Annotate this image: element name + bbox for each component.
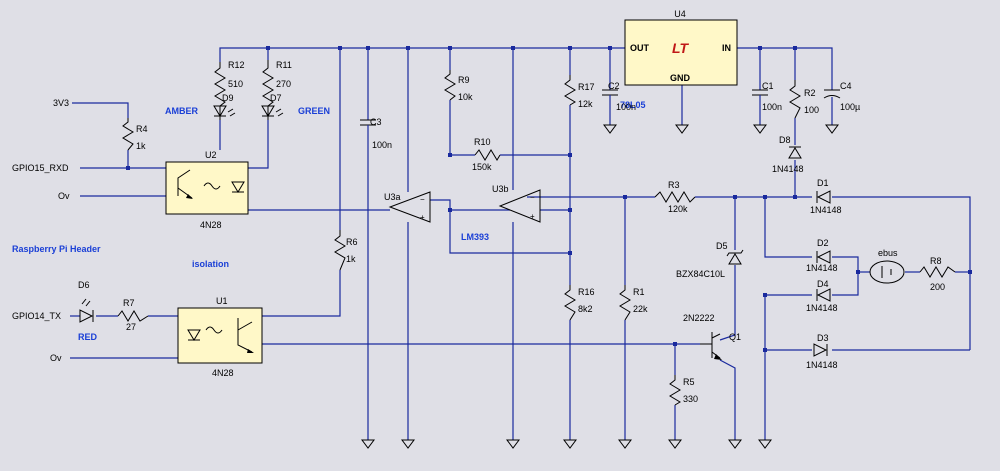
comments: Raspberry Pi Header isolation AMBER GREE… <box>12 106 489 342</box>
u3b-label: U3b <box>492 184 509 194</box>
r7-value: 27 <box>126 322 136 332</box>
c4-label: C4 <box>840 81 852 91</box>
r9-value: 10k <box>458 92 473 102</box>
r16-label: R16 <box>578 287 595 297</box>
d6-label: D6 <box>78 280 90 290</box>
ebus-connector: ebus <box>869 248 905 284</box>
r8-value: 200 <box>930 282 945 292</box>
wires <box>70 47 971 440</box>
d3-label: D3 <box>817 333 829 343</box>
net-gpio15: GPIO15_RXD <box>12 163 69 173</box>
svg-text:−: − <box>530 193 535 202</box>
d5-value: BZX84C10L <box>676 269 725 279</box>
d4-value: 1N4148 <box>806 303 838 313</box>
c3-value: 100n <box>372 140 392 150</box>
header-note: Raspberry Pi Header <box>12 244 101 254</box>
r6-label: R6 <box>346 237 358 247</box>
r1-label: R1 <box>633 287 645 297</box>
q1-label: Q1 <box>729 332 741 342</box>
d1-value: 1N4148 <box>810 205 842 215</box>
r12-label: R12 <box>228 60 245 70</box>
regulator-u4: U4 OUT IN GND LT 78L05 <box>620 9 738 110</box>
u4-label: U4 <box>674 9 686 19</box>
r9-label: R9 <box>458 75 470 85</box>
d8-label: D8 <box>779 135 791 145</box>
r17-value: 12k <box>578 99 593 109</box>
u4-value: 78L05 <box>620 100 646 110</box>
net-gpio14: GPIO14_TX <box>12 311 61 321</box>
r6-value: 1k <box>346 254 356 264</box>
r2-value: 100 <box>804 105 819 115</box>
diodes: D9 D7 D8 1N4148 D1 1N4148 D2 1N4148 D4 1… <box>78 93 842 370</box>
c4-value: 100µ <box>840 102 860 112</box>
r5-label: R5 <box>683 377 695 387</box>
amber-note: AMBER <box>165 106 198 116</box>
isolation-note: isolation <box>192 259 229 269</box>
svg-text:−: − <box>420 195 425 204</box>
capacitors: C2 100n C1 100n C4 100µ C3 100n <box>360 81 860 150</box>
r4-value: 1k <box>136 141 146 151</box>
svg-text:+: + <box>530 212 535 221</box>
u1-label: U1 <box>216 296 228 306</box>
r11-value: 270 <box>276 79 291 89</box>
u3a-label: U3a <box>384 192 401 202</box>
u4-in-pin: IN <box>722 43 731 53</box>
r10-value: 150k <box>472 162 492 172</box>
r11-label: R11 <box>276 60 292 70</box>
u2-label: U2 <box>205 150 217 160</box>
optocoupler-u1: U1 4N28 <box>177 296 263 378</box>
d4-label: D4 <box>817 279 829 289</box>
r5-value: 330 <box>683 394 698 404</box>
junctions <box>126 46 972 352</box>
r16-value: 8k2 <box>578 304 593 314</box>
green-note: GREEN <box>298 106 330 116</box>
c1-value: 100n <box>762 102 782 112</box>
d9-label: D9 <box>222 93 234 103</box>
net-ov-bottom: Ov <box>50 353 62 363</box>
d3-value: 1N4148 <box>806 360 838 370</box>
r2-label: R2 <box>804 88 816 98</box>
r12-value: 510 <box>228 79 243 89</box>
r1-value: 22k <box>633 304 648 314</box>
c1-label: C1 <box>762 81 774 91</box>
lm393-note: LM393 <box>461 232 489 242</box>
c2-label: C2 <box>608 81 620 91</box>
d7-label: D7 <box>270 93 282 103</box>
led-arrows <box>81 108 284 307</box>
r3-value: 120k <box>668 204 688 214</box>
r17-label: R17 <box>578 82 595 92</box>
ground-symbols <box>361 124 839 449</box>
r7-label: R7 <box>123 298 135 308</box>
d1-label: D1 <box>817 178 829 188</box>
u2-value: 4N28 <box>200 220 222 230</box>
r4-label: R4 <box>136 124 148 134</box>
u1-value: 4N28 <box>212 368 234 378</box>
red-note: RED <box>78 332 98 342</box>
net-ov-top: Ov <box>58 191 70 201</box>
d8-value: 1N4148 <box>772 164 804 174</box>
c2-value: 100n <box>616 102 636 112</box>
r3-label: R3 <box>668 180 680 190</box>
net-labels: 3V3 GPIO15_RXD Ov GPIO14_TX Ov <box>12 98 70 363</box>
q1-value: 2N2222 <box>683 313 715 323</box>
u4-out-pin: OUT <box>630 43 650 53</box>
comparator-u3a: U3a − + <box>384 191 431 223</box>
lt-logo: LT <box>672 40 690 56</box>
d2-value: 1N4148 <box>806 263 838 273</box>
net-3v3: 3V3 <box>53 98 69 108</box>
d2-label: D2 <box>817 238 829 248</box>
r10-label: R10 <box>474 137 491 147</box>
transistor-q1: 2N2222 Q1 <box>683 313 741 360</box>
c3-label: C3 <box>370 117 382 127</box>
u4-gnd-pin: GND <box>670 73 691 83</box>
optocoupler-u2: U2 4N28 <box>165 150 249 230</box>
r8-label: R8 <box>930 256 942 266</box>
svg-text:+: + <box>420 213 425 222</box>
d5-label: D5 <box>716 241 728 251</box>
resistors: R12 510 R11 270 R4 1k R9 10k R10 150k R1… <box>117 60 956 406</box>
comparator-u3b: U3b − + <box>492 184 541 223</box>
ebus-label: ebus <box>878 248 898 258</box>
